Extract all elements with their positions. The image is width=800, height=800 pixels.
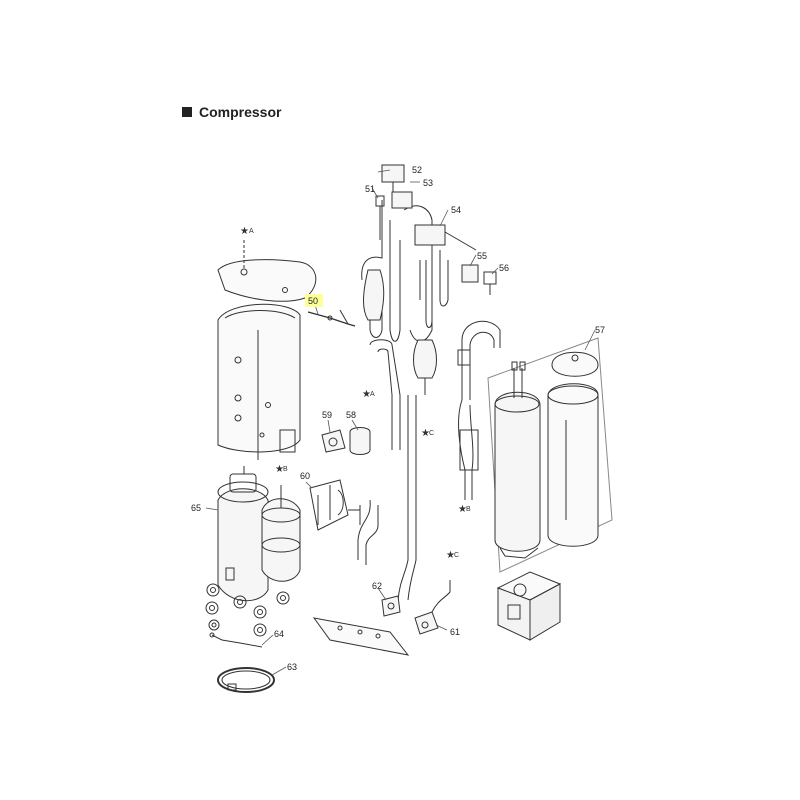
part-label-56[interactable]: 56 <box>499 263 509 273</box>
star-marker-icon: ★ <box>446 550 455 561</box>
leader-lines <box>205 169 596 676</box>
connector-label-a-top: A <box>249 228 254 235</box>
part-label-61[interactable]: 61 <box>450 627 460 637</box>
section-title: Compressor <box>199 104 282 120</box>
compressor-body <box>205 466 301 637</box>
star-marker-icon: ★ <box>421 428 430 439</box>
part-label-59[interactable]: 59 <box>322 410 332 420</box>
star-marker-icon: ★ <box>240 226 249 237</box>
highlight-box <box>305 294 323 307</box>
part-label-57[interactable]: 57 <box>595 325 605 335</box>
cover-top-plate <box>217 240 317 302</box>
connector-markers: ★ A ★ A ★ B ★ B ★ C ★ C <box>240 226 471 561</box>
electrical-box <box>496 571 562 641</box>
part-label-50[interactable]: 50 <box>308 296 318 306</box>
part-label-51[interactable]: 51 <box>365 184 375 194</box>
part-labels: 50 51 52 53 54 55 56 57 58 59 60 61 62 6… <box>191 165 605 672</box>
sensor-50 <box>307 309 356 327</box>
service-valve-62 <box>381 595 401 617</box>
pipe-loop-right <box>457 320 501 500</box>
part-label-60[interactable]: 60 <box>300 471 310 481</box>
connector-label-c-low: C <box>454 552 459 559</box>
valve-59 <box>321 429 346 453</box>
sensor-56 <box>483 271 497 295</box>
mount-bracket <box>312 617 410 656</box>
wire-harness <box>209 632 263 648</box>
star-marker-icon: ★ <box>362 389 371 400</box>
part-label-54[interactable]: 54 <box>451 205 461 215</box>
coil-55 <box>461 264 479 283</box>
part-label-53[interactable]: 53 <box>423 178 433 188</box>
section-heading: Compressor <box>182 104 281 120</box>
part-label-52[interactable]: 52 <box>412 165 422 175</box>
clamp-band <box>217 667 275 693</box>
service-valve-61 <box>414 580 451 635</box>
valve-top-group <box>375 164 413 240</box>
part-label-62[interactable]: 62 <box>372 581 382 591</box>
connector-label-b-right: B <box>466 506 471 513</box>
star-marker-icon: ★ <box>275 464 284 475</box>
valve-58 <box>349 427 371 455</box>
part-label-65[interactable]: 65 <box>191 503 201 513</box>
valve-assembly-60 <box>309 479 349 531</box>
receiver-group-57 <box>487 337 613 573</box>
heading-bullet-icon <box>182 107 192 117</box>
part-label-64[interactable]: 64 <box>274 629 284 639</box>
part-label-58[interactable]: 58 <box>346 410 356 420</box>
sound-cover-wrap <box>217 303 301 460</box>
connector-label-c-mid: C <box>429 430 434 437</box>
part-label-63[interactable]: 63 <box>287 662 297 672</box>
connector-label-b-left: B <box>283 466 288 473</box>
connector-label-a-mid: A <box>370 391 375 398</box>
piping-assembly <box>348 200 477 601</box>
part-label-55[interactable]: 55 <box>477 251 487 261</box>
star-marker-icon: ★ <box>458 504 467 515</box>
